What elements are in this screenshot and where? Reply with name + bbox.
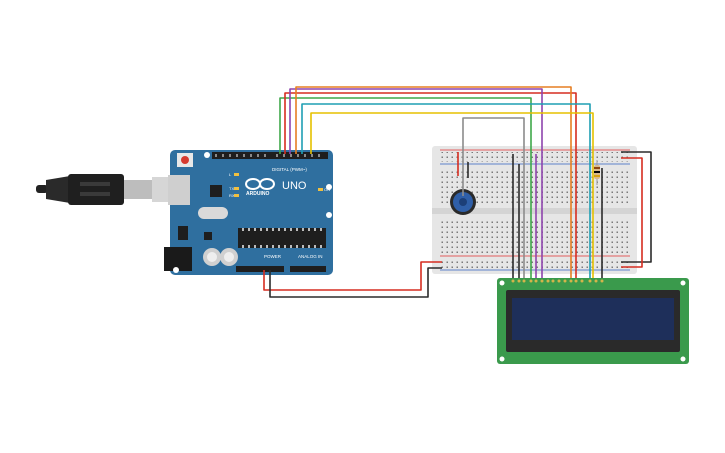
power-jack[interactable] bbox=[164, 247, 192, 271]
wire-orange bbox=[295, 86, 572, 278]
lcd-screen bbox=[512, 298, 674, 340]
power-label: POWER bbox=[264, 254, 282, 259]
wire-yellow bbox=[310, 112, 594, 278]
wire-red-right bbox=[621, 157, 643, 268]
wire-black-right bbox=[621, 151, 652, 263]
digital-header[interactable] bbox=[212, 152, 328, 159]
arduino-uno-board[interactable]: DIGITAL (PWM~) TX RX L ARDUINO UNO ON bbox=[164, 150, 333, 275]
analog-label: ANALOG IN bbox=[298, 254, 323, 259]
digital-label: DIGITAL (PWM~) bbox=[272, 167, 307, 172]
wire-red-1 bbox=[284, 92, 577, 278]
usb-cable[interactable] bbox=[36, 174, 174, 205]
on-label: ON bbox=[324, 187, 330, 192]
wires[interactable] bbox=[263, 86, 652, 298]
model-label: UNO bbox=[282, 180, 307, 192]
brand-label: ARDUINO bbox=[246, 191, 269, 197]
wire-purple bbox=[289, 88, 543, 278]
lcd-pin-header bbox=[511, 279, 604, 283]
resistor[interactable] bbox=[594, 160, 600, 185]
rx-label: RX bbox=[229, 193, 235, 198]
lcd-16x2[interactable] bbox=[497, 278, 689, 364]
wire-gray bbox=[462, 117, 525, 278]
microcontroller-chip bbox=[238, 228, 326, 248]
l-label: L bbox=[229, 172, 232, 177]
potentiometer[interactable] bbox=[450, 189, 476, 215]
wire-black-power bbox=[269, 267, 442, 298]
analog-header[interactable] bbox=[290, 266, 326, 272]
wire-green bbox=[279, 97, 532, 278]
power-header[interactable] bbox=[236, 266, 284, 272]
wire-red-power bbox=[263, 261, 442, 291]
arduino-logo: ARDUINO bbox=[245, 178, 275, 197]
tx-label: TX bbox=[229, 186, 234, 191]
wire-teal bbox=[301, 103, 591, 278]
